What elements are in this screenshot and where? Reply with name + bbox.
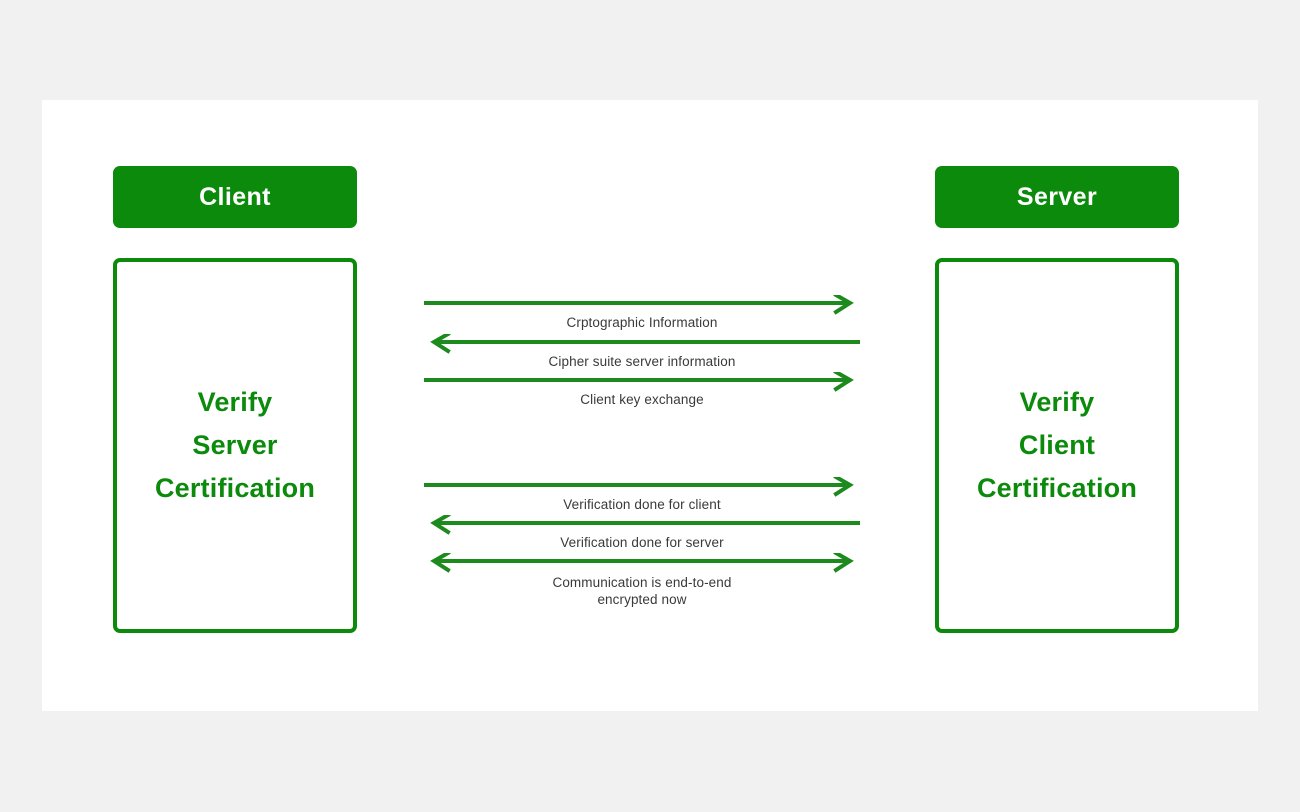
party-client: Client Verify Server Certification — [113, 166, 357, 633]
server-body-line-2: Client — [1018, 429, 1096, 460]
client-header: Client — [113, 166, 357, 228]
message-row-verification-done-for-client: Verification done for client — [422, 476, 862, 515]
message-group-1: Crptographic Information Cipher suite se… — [422, 295, 862, 410]
arrow-bidirectional-icon — [430, 552, 854, 573]
message-label: Verification done for client — [563, 496, 721, 512]
message-row-cryptographic-information: Crptographic Information — [422, 295, 862, 333]
message-label-line-1: Communication is end-to-end — [552, 574, 732, 590]
server-body-line-1: Verify — [1019, 386, 1095, 417]
client-body: Verify Server Certification — [113, 258, 357, 633]
message-area: Crptographic Information Cipher suite se… — [422, 295, 862, 610]
diagram-card: Client Verify Server Certification Serve… — [42, 100, 1258, 711]
message-label: Cipher suite server information — [548, 353, 736, 369]
server-body: Verify Client Certification — [935, 258, 1179, 633]
server-body-line-3: Certification — [976, 473, 1138, 504]
message-group-2: Verification done for client Verificatio… — [422, 476, 862, 610]
message-label: Client key exchange — [580, 392, 704, 408]
arrow-right-icon — [424, 476, 854, 497]
client-body-line-2: Server — [192, 429, 278, 460]
party-server: Server Verify Client Certification — [935, 166, 1179, 633]
arrow-right-icon — [424, 372, 854, 392]
message-row-client-key-exchange: Client key exchange — [422, 372, 862, 410]
client-body-line-3: Certification — [154, 473, 316, 504]
message-label: Crptographic Information — [566, 315, 718, 330]
message-row-verification-done-for-server: Verification done for server — [422, 515, 862, 553]
arrow-left-icon — [430, 333, 860, 354]
arrow-left-icon — [430, 515, 860, 536]
arrow-right-icon — [424, 295, 854, 315]
message-label: Verification done for server — [560, 535, 724, 551]
server-header: Server — [935, 166, 1179, 228]
message-row-cipher-suite-server-information: Cipher suite server information — [422, 333, 862, 372]
message-label-line-2: encrypted now — [597, 592, 687, 608]
client-body-line-1: Verify — [197, 386, 273, 417]
message-row-communication-encrypted: Communication is end-to-end encrypted no… — [422, 552, 862, 610]
